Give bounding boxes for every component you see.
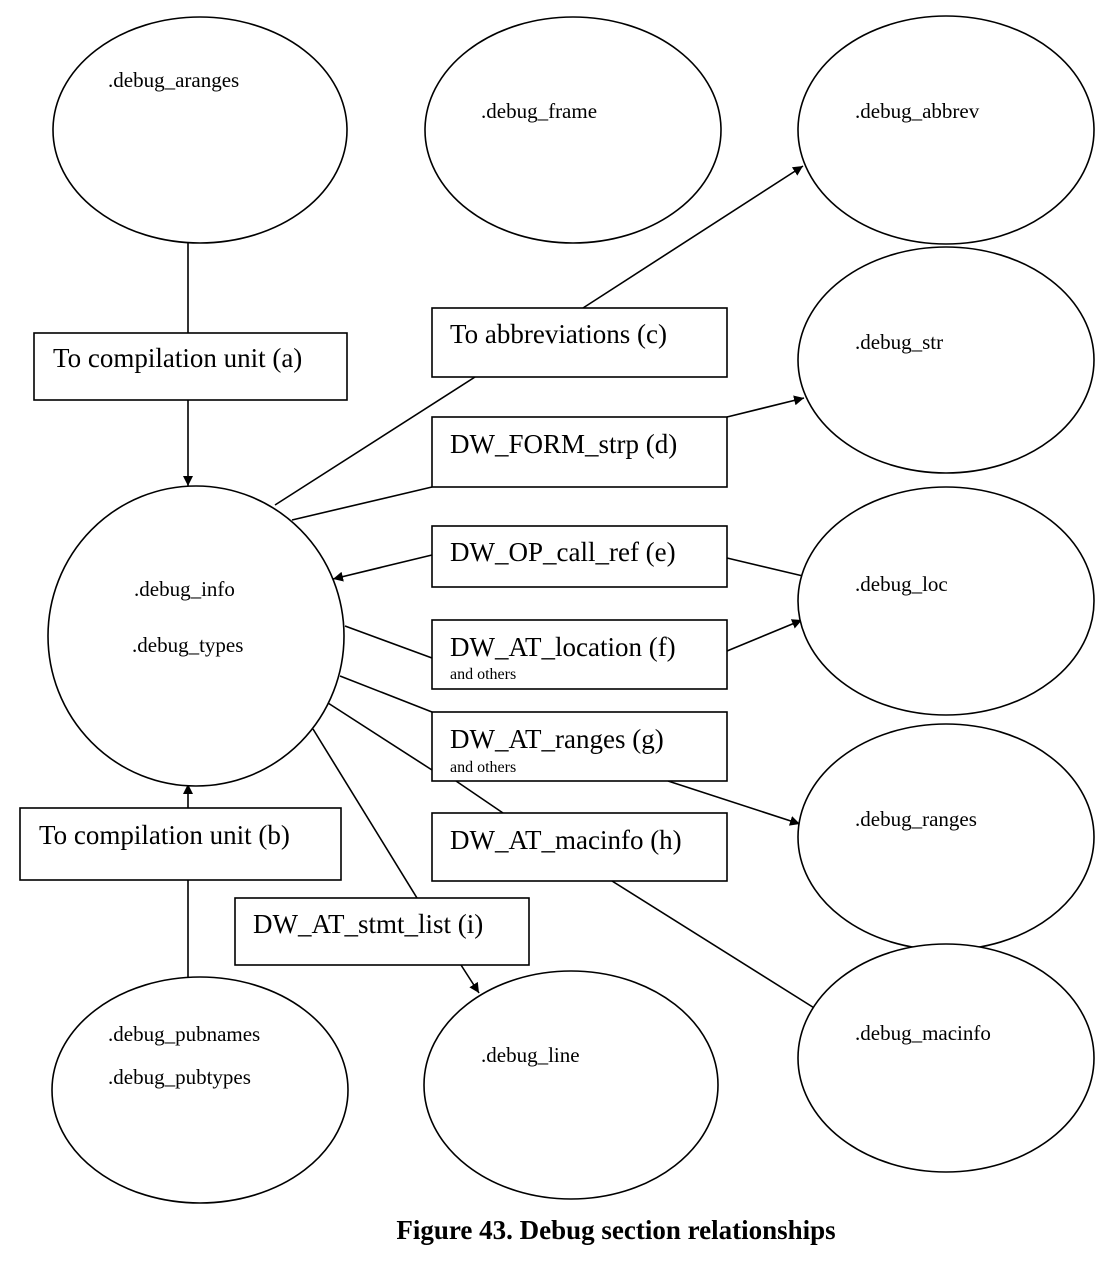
node-debug-info-label: .debug_info	[134, 577, 235, 601]
sections: .debug_aranges .debug_frame .debug_abbre…	[47, 15, 1095, 1204]
edge-label-g-to-ranges	[667, 780, 801, 826]
relation-h-label: DW_AT_macinfo (h)	[450, 825, 682, 855]
edge-label-c-to-abbrev	[582, 165, 804, 309]
relation-g-label: DW_AT_ranges (g)	[450, 724, 664, 754]
node-debug-macinfo-label: .debug_macinfo	[855, 1021, 991, 1045]
node-debug-types-label: .debug_types	[132, 633, 243, 657]
node-debug-macinfo: .debug_macinfo	[797, 943, 1095, 1173]
relation-a-label: To compilation unit (a)	[53, 343, 302, 373]
node-debug-info: .debug_info .debug_types	[47, 485, 345, 787]
edge-label-d-to-str	[726, 395, 805, 418]
relation-e: DW_OP_call_ref (e)	[431, 525, 728, 588]
relation-labels: To compilation unit (a) To abbreviations…	[19, 307, 728, 966]
relation-f-note: and others	[450, 666, 516, 683]
relation-i-label: DW_AT_stmt_list (i)	[253, 909, 483, 939]
node-debug-aranges-label: .debug_aranges	[108, 68, 239, 92]
edge-info-to-label-c	[274, 376, 476, 506]
edge-loc-to-label-e	[726, 557, 804, 577]
edge-info-to-label-i	[312, 728, 418, 899]
edge-info-to-label-f	[344, 625, 433, 659]
edge-label-f-to-loc	[726, 619, 803, 652]
relation-g-note: and others	[450, 759, 516, 776]
node-debug-frame-label: .debug_frame	[481, 99, 597, 123]
node-debug-pubnames-label: .debug_pubnames	[108, 1022, 260, 1046]
relation-b: To compilation unit (b)	[19, 807, 342, 881]
node-debug-line-label: .debug_line	[481, 1043, 580, 1067]
relation-f-label: DW_AT_location (f)	[450, 632, 676, 662]
relation-h: DW_AT_macinfo (h)	[431, 812, 728, 882]
node-debug-loc: .debug_loc	[797, 486, 1095, 716]
node-debug-abbrev: .debug_abbrev	[797, 15, 1095, 245]
node-debug-aranges: .debug_aranges	[52, 16, 348, 244]
edge-info-to-label-d	[291, 486, 433, 521]
figure-caption: Figure 43. Debug section relationships	[396, 1215, 835, 1245]
node-debug-frame: .debug_frame	[424, 16, 722, 244]
relation-c: To abbreviations (c)	[431, 307, 728, 378]
relation-e-label: DW_OP_call_ref (e)	[450, 537, 676, 567]
relation-d-label: DW_FORM_strp (d)	[450, 429, 677, 459]
edge-label-e-to-info	[332, 554, 433, 582]
relation-g: DW_AT_ranges (g) and others	[431, 711, 728, 782]
node-debug-pubnames: .debug_pubnames .debug_pubtypes	[51, 976, 349, 1204]
relation-b-label: To compilation unit (b)	[39, 820, 290, 850]
edge-label-h-to-macinfo	[611, 880, 828, 1017]
node-debug-pubtypes-label: .debug_pubtypes	[108, 1065, 251, 1089]
edge-info-to-label-g-box	[327, 702, 433, 771]
edge-info-to-label-g	[339, 675, 433, 713]
node-debug-ranges: .debug_ranges	[797, 723, 1095, 951]
connectors	[183, 165, 828, 1017]
relation-d: DW_FORM_strp (d)	[431, 416, 728, 488]
node-debug-str-label: .debug_str	[855, 330, 943, 354]
node-debug-line: .debug_line	[423, 970, 719, 1200]
relation-i: DW_AT_stmt_list (i)	[234, 897, 530, 966]
edge-info-to-label-h	[455, 780, 504, 814]
relation-a: To compilation unit (a)	[33, 332, 348, 401]
node-debug-ranges-label: .debug_ranges	[855, 807, 977, 831]
node-debug-str: .debug_str	[797, 246, 1095, 474]
node-debug-abbrev-label: .debug_abbrev	[855, 99, 980, 123]
relation-c-label: To abbreviations (c)	[450, 319, 667, 349]
edge-label-i-to-line	[460, 964, 480, 994]
relation-f: DW_AT_location (f) and others	[431, 619, 728, 690]
node-debug-loc-label: .debug_loc	[855, 572, 948, 596]
